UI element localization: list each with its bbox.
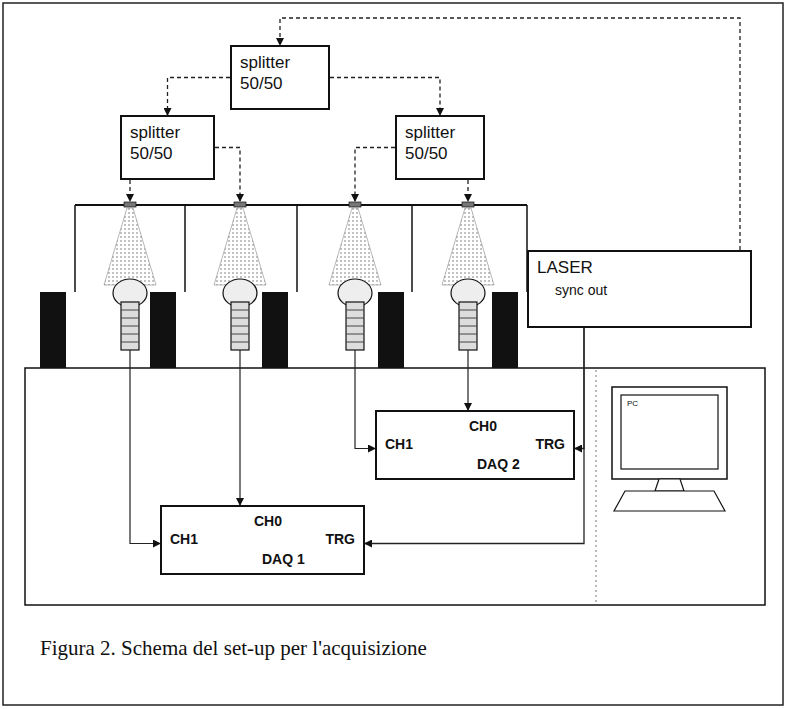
black-block [150, 292, 176, 368]
laser-box: LASERsync out [527, 250, 752, 328]
pmt-body [231, 302, 249, 350]
laser-label: LASER [529, 252, 750, 278]
pc-label: PC [627, 399, 638, 408]
daq-label: DAQ 2 [477, 456, 520, 472]
channel-label: TRG [325, 531, 355, 547]
fiber-line [129, 180, 130, 201]
monitor-outline [607, 385, 732, 515]
splitter-label: splitter 50/50 [240, 52, 320, 94]
splitter-label: splitter 50/50 [130, 122, 205, 164]
sync-cable [575, 328, 584, 449]
pmt-body [346, 302, 364, 350]
black-block [492, 292, 518, 368]
fiber-head [349, 202, 361, 207]
light-cone [104, 208, 156, 285]
signal-cable [467, 350, 468, 410]
monitor-neck [655, 479, 684, 491]
signal-cable [239, 350, 240, 505]
daq-label: DAQ 1 [262, 551, 305, 567]
fiber-line [467, 180, 468, 201]
support-post [296, 205, 298, 292]
support-post [184, 205, 186, 292]
drawing-stroke [121, 326, 139, 327]
splitter-box: splitter 50/50 [120, 115, 215, 180]
black-block [378, 292, 404, 368]
drawing-stroke [346, 342, 364, 343]
drawing-stroke [231, 334, 249, 335]
fiber-head [124, 202, 136, 207]
black-block [262, 292, 288, 368]
fiber-head [462, 202, 474, 207]
fiber-line [355, 148, 395, 202]
drawing-stroke [459, 334, 477, 335]
channel-label: CH1 [170, 531, 198, 547]
light-cone [214, 208, 266, 285]
fiber-head [234, 202, 246, 207]
fiber-connector [168, 78, 231, 116]
drawing-stroke [346, 326, 364, 327]
splitter-label: splitter 50/50 [405, 122, 475, 164]
splitter-box: splitter 50/50 [230, 45, 330, 110]
drawing-stroke [231, 326, 249, 327]
support-post [74, 205, 76, 292]
fiber-connector [330, 78, 440, 116]
channel-label: CH0 [254, 513, 282, 529]
drawing-stroke [346, 318, 364, 319]
acquisition-panel [25, 368, 765, 605]
drawing-stroke [346, 334, 364, 335]
daq-box: CH0CH1 TRG DAQ 1 [160, 505, 365, 575]
sync-label: sync out [529, 278, 750, 298]
drawing-stroke [231, 318, 249, 319]
drawing-stroke [459, 310, 477, 311]
support-post [411, 205, 413, 292]
sync-cable [365, 328, 584, 544]
drawing-stroke [459, 318, 477, 319]
drawing-stroke [121, 342, 139, 343]
pmt-body [121, 302, 139, 350]
drawing-stroke [346, 310, 364, 311]
signal-cable [130, 350, 160, 544]
channel-label: CH1 [385, 436, 413, 452]
drawing-stroke [231, 342, 249, 343]
pmt-body [459, 302, 477, 350]
light-cone [442, 208, 494, 285]
fiber-connector [280, 18, 740, 250]
pc-monitor: PC [607, 385, 732, 515]
detector-array [40, 202, 527, 368]
daq-box: CH0CH1 TRG DAQ 2 [375, 410, 575, 480]
splitter-box: splitter 50/50 [395, 115, 485, 180]
black-block [40, 292, 66, 368]
fiber-line [215, 148, 240, 202]
monitor-frame [612, 387, 727, 479]
drawing-stroke [121, 310, 139, 311]
panel-divider [596, 370, 597, 603]
drawing-stroke [459, 326, 477, 327]
drawing-stroke [231, 310, 249, 311]
drawing-stroke [459, 342, 477, 343]
signal-cable [355, 350, 375, 449]
keyboard [614, 491, 725, 511]
drawing-stroke [121, 334, 139, 335]
channel-label: CH0 [469, 418, 497, 434]
outer-frame [3, 3, 783, 705]
channel-label: TRG [535, 436, 565, 452]
support-bar [75, 204, 527, 206]
figure-caption: Figura 2. Schema del set-up per l'acquis… [40, 636, 427, 661]
monitor-screen [621, 395, 718, 469]
light-cone [329, 208, 381, 285]
drawing-stroke [121, 318, 139, 319]
